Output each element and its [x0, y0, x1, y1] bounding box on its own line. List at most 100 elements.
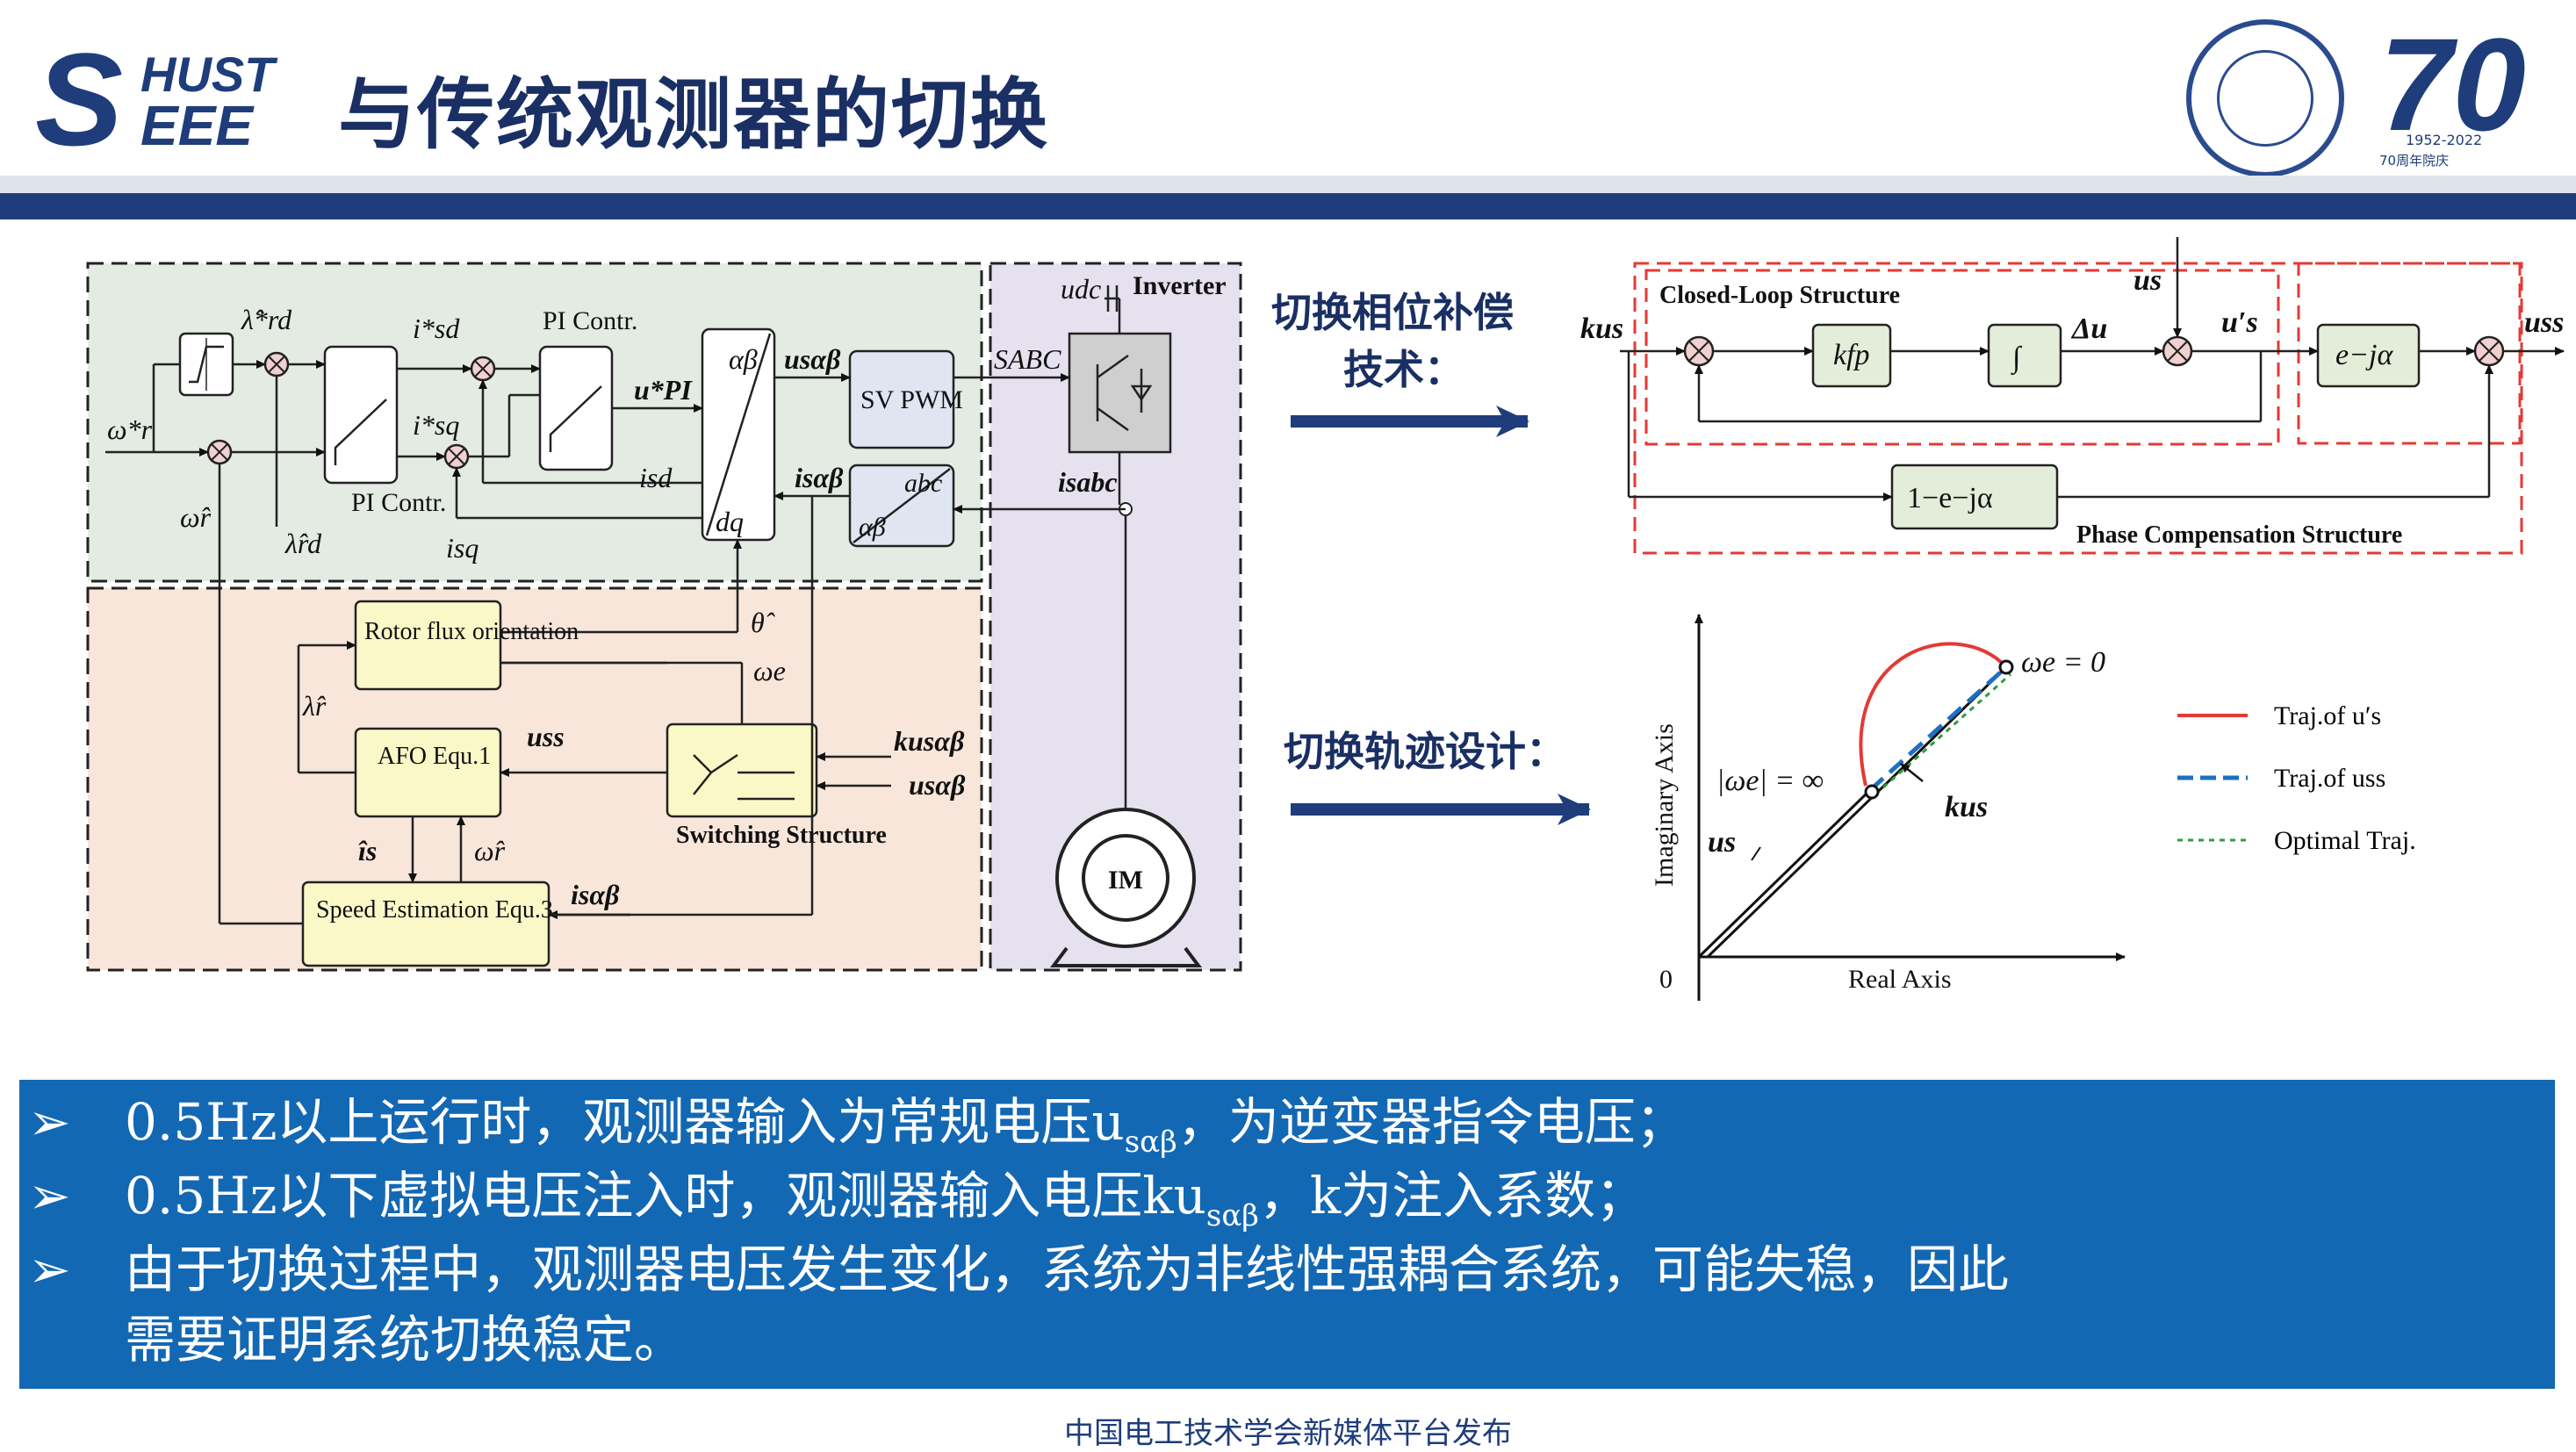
- header-divider: [0, 193, 2576, 219]
- label-omega-r-hat: ω̂r: [180, 501, 212, 533]
- label-dq: dq: [716, 506, 744, 537]
- traj-point-mid: [1864, 784, 1880, 800]
- phase-rotation-region: [2297, 262, 2522, 445]
- label-usab: usαβ: [909, 769, 966, 801]
- label-im: IM: [1108, 866, 1143, 895]
- traj-point-top: [1998, 659, 2014, 675]
- pc-us-out: uss: [2524, 306, 2564, 339]
- bullet-2: ➢ 0.5Hz以下虚拟电压注入时，观测器输入电压kusαβ，k为注入系数；: [28, 1161, 1646, 1251]
- traj-blue: [1868, 665, 2008, 792]
- afo-block: [354, 727, 502, 818]
- anniversary-years: 1952-2022: [2406, 132, 2483, 148]
- switching-structure-block: [666, 722, 818, 818]
- exp-block: [2316, 323, 2421, 388]
- trajectory-label: 切换轨迹设计：: [1284, 728, 1566, 775]
- pc-integral: ∫: [2011, 341, 2023, 376]
- label-afo: AFO Equ.1: [378, 743, 491, 770]
- label-alpha-beta: αβ: [729, 343, 758, 375]
- label-isd-star: i*sd: [413, 313, 460, 344]
- label-omega-e: ωe: [753, 655, 786, 686]
- bullet-4-text: 需要证明系统切换稳定。: [125, 1310, 686, 1369]
- sv-pwm-block: [848, 349, 955, 449]
- bullet-2-post: ，k为注入系数；: [1258, 1166, 1647, 1226]
- bullet-2-sub: sαβ: [1205, 1198, 1259, 1233]
- page-title: 与传统观测器的切换: [338, 69, 1050, 160]
- traj-us: us: [1708, 826, 1736, 859]
- traj-origin: 0: [1659, 965, 1673, 994]
- logo-eee: EEE: [140, 94, 254, 157]
- traj-omega-zero: ωe = 0: [2021, 646, 2105, 679]
- trajectory-legend: Traj.of u′s Traj.of uss Optimal Traj.: [2177, 701, 2416, 855]
- label-u-salphabeta: usαβ: [784, 343, 841, 375]
- traj-us-line: [1697, 788, 1872, 959]
- university-seal-icon: [2186, 19, 2344, 177]
- integral-block: [1987, 323, 2062, 388]
- bullet-marker-icon: ➢: [28, 1166, 71, 1226]
- label-k-usab: kusαβ: [894, 725, 965, 757]
- anniversary-logo: 70 1952-2022 70周年院庆: [2379, 11, 2555, 184]
- legend-green: Optimal Traj.: [2274, 826, 2416, 855]
- pc-exp: e−jα: [2335, 339, 2393, 371]
- traj-red: [1859, 642, 2008, 787]
- bullet-1-text: 0.5Hz以上运行时，观测器输入为常规电压u: [125, 1092, 1125, 1152]
- closed-loop-region: [1644, 269, 2280, 446]
- traj-x-axis: Real Axis: [1848, 965, 1952, 994]
- pc-delta-u: Δu: [2070, 313, 2107, 345]
- anniversary-caption: 70周年院庆: [2379, 153, 2450, 169]
- label-pi-contr-bottom: PI Contr.: [351, 488, 446, 517]
- rotor-flux-orientation-block: [354, 600, 502, 691]
- label-speed-est: Speed Estimation Equ.3: [316, 896, 553, 924]
- label-is-hat: îs: [358, 835, 377, 866]
- bullet-3-text: 由于切换过程中，观测器电压发生变化，系统为非线性强耦合系统，可能失稳，因此: [125, 1240, 2010, 1299]
- label-lambda-r-hat: λ̂r: [302, 690, 327, 722]
- label-lambda-rd-star: λ̂*rd: [241, 304, 292, 335]
- pi-block-speed: [323, 345, 399, 485]
- header-divider-light: [0, 176, 2576, 193]
- pc-one-minus: 1−e−jα: [1907, 482, 1993, 514]
- inverter-block: [1068, 332, 1172, 454]
- anniversary-number: 70: [2379, 11, 2526, 158]
- seal-inner-ring: [2217, 50, 2313, 147]
- label-us-s: uss: [527, 721, 565, 752]
- bullet-1-post: ，为逆变器指令电压；: [1176, 1092, 1687, 1152]
- label-isab-in: isαβ: [571, 879, 620, 910]
- label-lambda-rd-hat: λ̂rd: [284, 528, 322, 559]
- label-inverter: Inverter: [1133, 271, 1227, 300]
- label-isd: isd: [639, 462, 673, 493]
- traj-k-us: kus: [1945, 791, 1988, 823]
- bullet-4: 需要证明系统切换稳定。: [28, 1305, 685, 1375]
- label-i-salphabeta: isαβ: [795, 462, 844, 493]
- phase-comp-label-1: 切换相位补偿: [1271, 289, 1514, 336]
- speed-estimation-block: [301, 881, 550, 967]
- bullet-2-text: 0.5Hz以下虚拟电压注入时，观测器输入电压ku: [125, 1166, 1206, 1226]
- label-switching: Switching Structure: [676, 822, 887, 849]
- bullet-marker-icon: ➢: [28, 1092, 71, 1152]
- pc-us-top: us: [2133, 264, 2162, 297]
- pc-closed-loop: Closed-Loop Structure: [1659, 282, 1900, 309]
- current-loop-region: [86, 262, 983, 583]
- label-i-sabc: isabc: [1058, 466, 1118, 498]
- phase-comp-region: [1633, 262, 2523, 555]
- label-isq: isq: [446, 532, 479, 564]
- phase-comp-label-2: 技术：: [1343, 346, 1464, 393]
- pc-k-us: kus: [1580, 313, 1623, 345]
- label-omega-r-hat2: ω̂r: [474, 835, 506, 866]
- bullet-1: ➢0.5Hz以上运行时，观测器输入为常规电压usαβ，为逆变器指令电压；: [28, 1087, 1687, 1177]
- traj-omega-inf: |ωe| = ∞: [1716, 765, 1824, 797]
- bullet-3: ➢ 由于切换过程中，观测器电压发生变化，系统为非线性强耦合系统，可能失稳，因此: [28, 1234, 2009, 1305]
- label-ab2: αβ: [859, 513, 886, 542]
- logo-s: S: [35, 25, 124, 173]
- label-rotor-flux: Rotor flux orientation: [364, 618, 579, 645]
- kfp-block: [1811, 323, 1892, 388]
- bullet-panel: ➢ 0.5Hz以上运行时，观测器输入为常规电压u sαβ ，为逆变器指令电压； ➢ 0.…: [19, 1080, 2555, 1389]
- traj-green: [1874, 672, 2011, 796]
- label-udc: udc: [1061, 273, 1101, 305]
- footer-text: 中国电工技术学会新媒体平台发布: [1064, 1416, 1512, 1451]
- label-u-pi-star: u*PI: [634, 374, 693, 406]
- label-abc: abc: [904, 469, 942, 498]
- trajectory-axes: [1695, 614, 2126, 1001]
- label-s-abc: SABC: [994, 343, 1061, 375]
- legend-blue: Traj.of uss: [2274, 764, 2385, 793]
- bullet-marker-icon: ➢: [28, 1240, 71, 1299]
